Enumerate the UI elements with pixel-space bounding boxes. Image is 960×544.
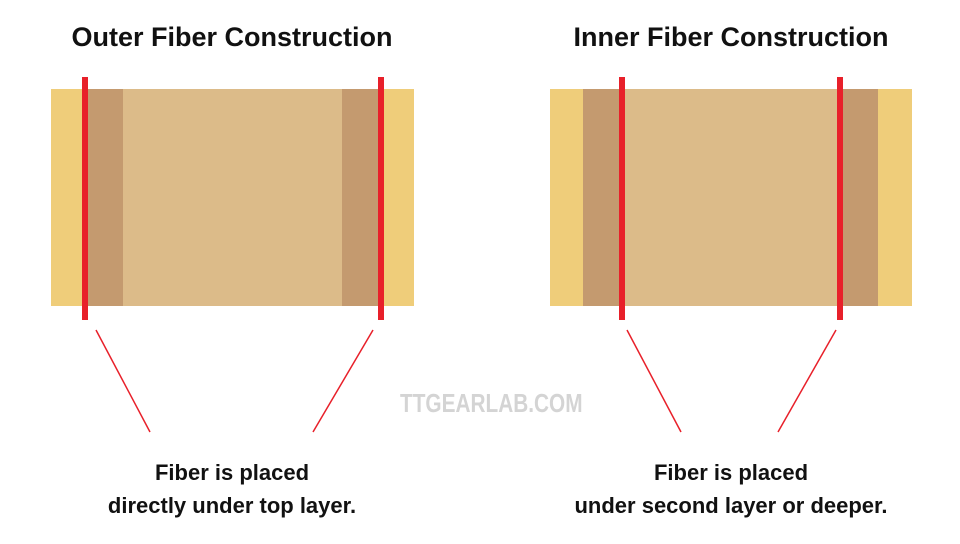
caption-line: under second layer or deeper. [574, 493, 888, 518]
inner-fiber-blade [550, 77, 912, 433]
inner-caption: Fiber is placed under second layer or de… [511, 456, 951, 522]
pointer-line [95, 329, 151, 433]
core [123, 89, 342, 306]
caption-line: Fiber is placed [154, 460, 310, 485]
pointer-line [626, 329, 682, 433]
fiber-line-left [619, 77, 625, 320]
pointer-line [312, 329, 374, 433]
core [622, 89, 840, 306]
outer-caption: Fiber is placed directly under top layer… [12, 456, 452, 522]
pointer-line [777, 329, 837, 433]
outer-title: Outer Fiber Construction [71, 22, 393, 52]
inner-title: Inner Fiber Construction [573, 22, 889, 52]
outer-fiber-blade [51, 77, 414, 433]
caption-line: directly under top layer. [107, 493, 357, 518]
watermark: TTGEARLAB.COM [400, 388, 583, 418]
caption-line: Fiber is placed [653, 460, 809, 485]
fiber-line-right [378, 77, 384, 320]
fiber-line-right [837, 77, 843, 320]
fiber-line-left [82, 77, 88, 320]
